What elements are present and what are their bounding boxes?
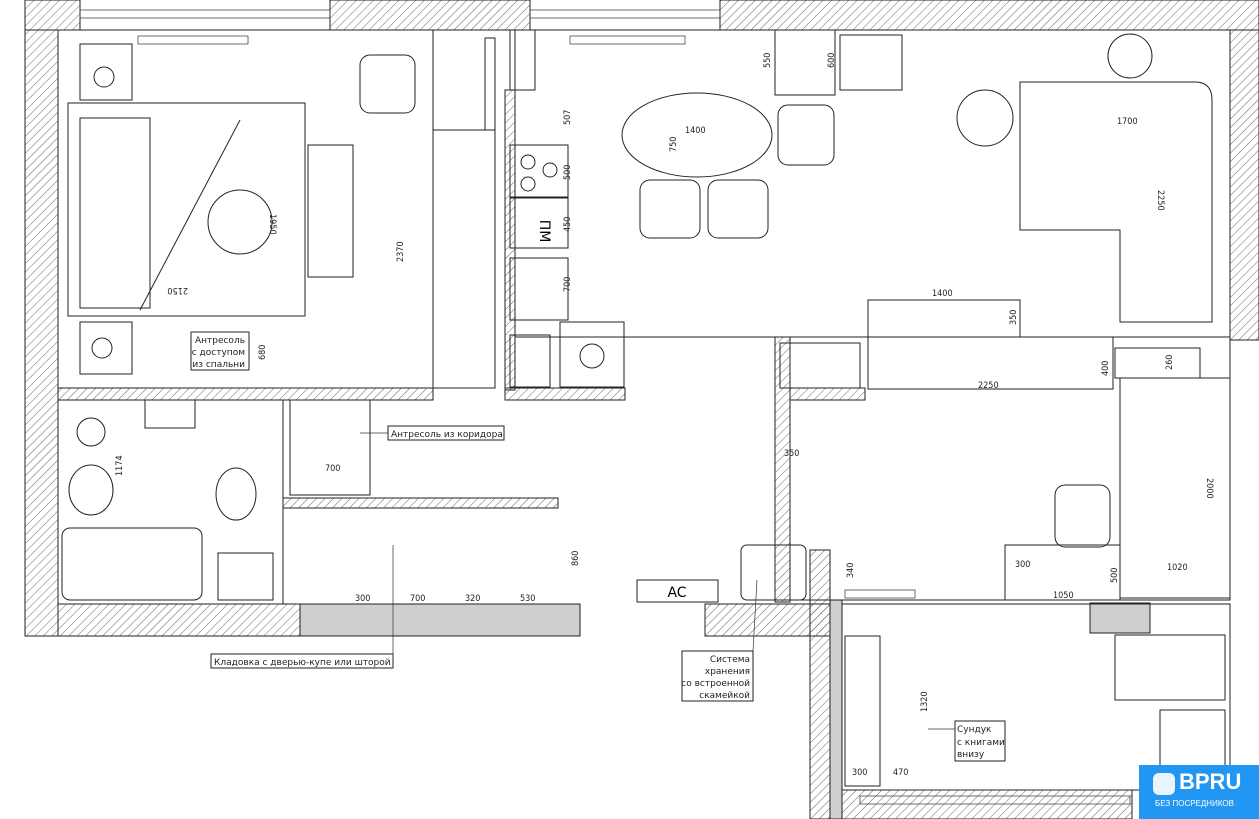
dim-text: 2250: [1155, 190, 1165, 211]
label-closet: Кладовка с дверью-купе или шторой: [210, 545, 394, 669]
dim-text: 1320: [920, 691, 930, 712]
ac-label: AC: [667, 585, 686, 601]
label-line: с доступом: [192, 348, 245, 358]
dim-text: 600: [827, 53, 837, 68]
dim-text: 1174: [115, 455, 125, 476]
brand-logo-icon: [1153, 773, 1175, 795]
label-line: Сундук: [957, 725, 992, 735]
label-chest: Сундук с книгами внизу: [928, 720, 1006, 762]
dim-text: 1050: [1053, 591, 1074, 601]
dim-text: 1020: [1167, 563, 1188, 573]
label-storage-system: Система хранения со встроенной скамейкой: [681, 579, 758, 702]
label-line: с книгами: [957, 738, 1005, 748]
dim-text: 300: [852, 768, 867, 778]
dim-text: 1400: [685, 126, 706, 136]
label-mezzanine-corridor: Антресоль из коридора: [360, 425, 505, 441]
dim-text: 300: [355, 594, 370, 604]
kitchen: [509, 29, 903, 388]
walls: [24, 0, 1259, 819]
dim-text: 350: [784, 449, 799, 459]
label-mezzanine-bedroom: Антресоль с доступом из спальни: [190, 331, 250, 371]
label-line: внизу: [957, 750, 985, 760]
dim-text: 507: [563, 110, 573, 125]
label-line: из спальни: [192, 360, 245, 370]
dim-text: 500: [563, 165, 573, 180]
dim-text: 860: [571, 551, 581, 566]
label-text: Кладовка с дверью-купе или шторой: [214, 658, 391, 668]
brand-tagline: БЕЗ ПОСРЕДНИКОВ: [1155, 799, 1234, 808]
dim-text: 2150: [167, 285, 188, 295]
dim-text: 2370: [396, 241, 406, 262]
dim-text: 450: [563, 217, 573, 232]
dim-text: 260: [1165, 355, 1175, 370]
label-line: со встроенной: [681, 679, 750, 689]
bedroom2: [289, 377, 1231, 791]
dim-text: 320: [465, 594, 480, 604]
label-text: Антресоль из коридора: [391, 430, 503, 440]
dim-text: 350: [1009, 310, 1019, 325]
dim-text: 500: [1110, 568, 1120, 583]
brand-name: BPRU: [1179, 769, 1242, 794]
dim-text: 700: [410, 594, 425, 604]
dim-text: 1950: [267, 214, 277, 235]
label-line: Система: [710, 655, 750, 665]
ac-unit: AC: [636, 579, 719, 603]
dim-text: 700: [325, 464, 340, 474]
dim-text: 700: [563, 277, 573, 292]
windows: [79, 9, 1131, 805]
dim-text: 2250: [978, 381, 999, 391]
dim-text: 400: [1101, 361, 1111, 376]
dim-text: 2000: [1204, 478, 1214, 499]
dim-text: 1700: [1117, 117, 1138, 127]
dim-text: 750: [669, 137, 679, 152]
brand-badge: BPRU БЕЗ ПОСРЕДНИКОВ: [1139, 765, 1259, 819]
label-line: Антресоль: [195, 336, 245, 346]
bed: [67, 43, 416, 375]
dishwasher-label: ПМ: [536, 220, 552, 243]
dim-text: 340: [846, 563, 856, 578]
dim-text: 680: [258, 345, 268, 360]
dim-text: 300: [1015, 560, 1030, 570]
dim-text: 1400: [932, 289, 953, 299]
dim-text: 550: [763, 53, 773, 68]
dimensions: 2150 1950 2370 680 1174 700 300 700 320 …: [115, 53, 1214, 778]
dim-text: 530: [520, 594, 535, 604]
dim-text: 470: [893, 768, 908, 778]
wardrobe: [432, 37, 496, 389]
label-line: хранения: [705, 667, 750, 677]
bathroom: [61, 399, 274, 601]
label-line: скамейкой: [699, 691, 750, 701]
